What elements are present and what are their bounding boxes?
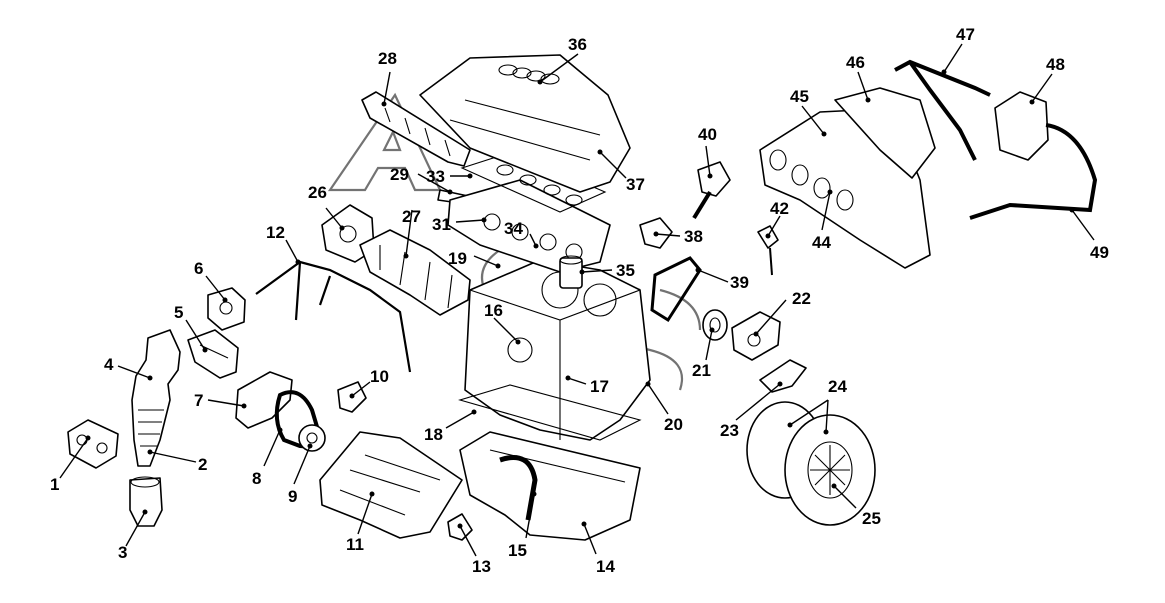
part-18-gasket: [458, 384, 642, 441]
callout-14: 14: [596, 557, 615, 576]
callout-36: 36: [568, 35, 587, 54]
part-27-crankshaft: [359, 229, 471, 316]
callout-4: 4: [104, 355, 114, 374]
callout-21: 21: [692, 361, 711, 380]
callout-25: 25: [862, 509, 881, 528]
part-12-fuel-rail: [255, 260, 412, 373]
callout-22: 22: [792, 289, 811, 308]
part-15-oil-pickup: [499, 455, 538, 521]
part-48-valve: [994, 91, 1049, 161]
callout-35: 35: [616, 261, 635, 280]
callout-20: 20: [664, 415, 683, 434]
part-39-seal-ring: [650, 256, 702, 323]
callout-28: 28: [378, 49, 397, 68]
callout-47: 47: [956, 25, 975, 44]
part-11-baffle: [319, 431, 463, 539]
part-3-oil-filter: [129, 476, 163, 527]
callout-6: 6: [194, 259, 203, 278]
part-40-ignition-coil: [692, 161, 731, 220]
part-5-bracket: [187, 329, 239, 379]
part-35-filler-cap: [559, 255, 583, 289]
callout-15: 15: [508, 541, 527, 560]
callout-3: 3: [118, 543, 127, 562]
callout-8: 8: [252, 469, 261, 488]
callout-7: 7: [194, 391, 203, 410]
callout-26: 26: [308, 183, 327, 202]
callout-2: 2: [198, 455, 207, 474]
callout-19: 19: [448, 249, 467, 268]
part-14-oil-pan: [459, 431, 641, 541]
part-42-sensor: [757, 225, 779, 276]
callout-16: 16: [484, 301, 503, 320]
callout-31: 31: [432, 215, 451, 234]
part-49-vacuum-line: [969, 123, 1098, 220]
callout-45: 45: [790, 87, 809, 106]
part-7-timing-cover: [235, 371, 293, 429]
callout-49: 49: [1090, 243, 1109, 262]
callout-10: 10: [370, 367, 389, 386]
callout-34: 34: [504, 219, 523, 238]
callout-24: 24: [828, 377, 847, 396]
callout-37: 37: [626, 175, 645, 194]
callout-40: 40: [698, 125, 717, 144]
callout-9: 9: [288, 487, 297, 506]
callout-13: 13: [472, 557, 491, 576]
callout-27: 27: [402, 207, 421, 226]
part-31-cylinder-head: [447, 179, 611, 273]
part-1-mount-block: [67, 419, 119, 469]
callout-labels: 1 2 3 4 5 6 7 8 9 10 11 12 13 14 15 16 1…: [50, 25, 1109, 576]
callout-39: 39: [730, 273, 749, 292]
part-23-release-lever: [759, 359, 807, 393]
callout-44: 44: [812, 233, 831, 252]
callout-12: 12: [266, 223, 285, 242]
callout-17: 17: [590, 377, 609, 396]
callout-23: 23: [720, 421, 739, 440]
callout-46: 46: [846, 53, 865, 72]
callout-29: 29: [390, 165, 409, 184]
callout-48: 48: [1046, 55, 1065, 74]
callout-18: 18: [424, 425, 443, 444]
part-28-camshaft: [361, 91, 471, 167]
callout-11: 11: [346, 535, 364, 554]
part-9-sprocket: [298, 424, 326, 452]
callout-33: 33: [426, 167, 445, 186]
part-2-oil-filter-housing: [131, 329, 181, 467]
callout-1: 1: [50, 475, 59, 494]
part-6-mount: [207, 287, 246, 331]
part-20-engine-block: [464, 259, 651, 441]
part-46-heat-shield: [834, 87, 936, 179]
part-36-engine-cover: [419, 54, 631, 193]
part-25-flywheel: [746, 401, 876, 526]
leader-lines: [59, 43, 1095, 557]
callout-5: 5: [174, 303, 183, 322]
callout-42: 42: [770, 199, 789, 218]
part-21-seal: [702, 309, 728, 341]
part-47-pipe: [894, 59, 991, 161]
callout-38: 38: [684, 227, 703, 246]
